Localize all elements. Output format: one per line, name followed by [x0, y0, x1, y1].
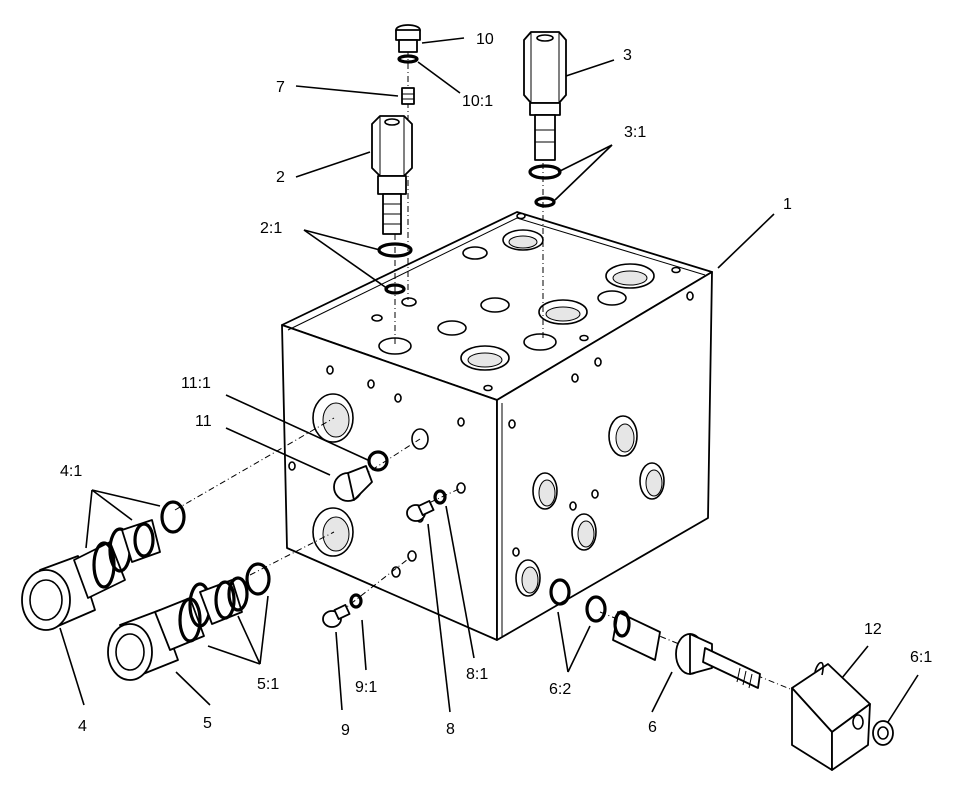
- callout-5: 5: [203, 715, 212, 732]
- solenoid-coil-12: [791, 661, 894, 771]
- callout-labels: 1 2 2:1 3 3:1 4 4:1 5 5:1 6 6:1 6:2 7 8 …: [60, 31, 932, 739]
- callout-11-1: 11:1: [181, 375, 211, 392]
- screw-9: [322, 593, 363, 628]
- callout-4: 4: [78, 718, 87, 735]
- o-ring-4-1: [160, 500, 186, 534]
- callout-9-1: 9:1: [355, 679, 377, 696]
- callout-8-1: 8:1: [466, 666, 488, 683]
- o-rings-3-1: [528, 164, 562, 208]
- solenoid-valve-6: [612, 610, 761, 689]
- callout-5-1: 5:1: [257, 676, 279, 693]
- set-screw-7: [401, 87, 415, 105]
- plug-4: [21, 519, 161, 631]
- callout-6: 6: [648, 719, 657, 736]
- callout-2: 2: [276, 169, 285, 186]
- callout-3: 3: [623, 47, 632, 64]
- callout-1: 1: [783, 196, 792, 213]
- callout-6-2: 6:2: [549, 681, 571, 698]
- o-ring-5-1: [245, 562, 271, 596]
- callout-2-1: 2:1: [260, 220, 282, 237]
- callout-3-1: 3:1: [624, 124, 646, 141]
- screw-8: [406, 489, 447, 522]
- callout-7: 7: [276, 79, 285, 96]
- plug-5: [107, 576, 249, 681]
- callout-10-1: 10:1: [462, 93, 493, 110]
- callout-8: 8: [446, 721, 455, 738]
- right-face-ports: [508, 291, 694, 597]
- callout-6-1: 6:1: [910, 649, 932, 666]
- callout-12: 12: [864, 621, 882, 638]
- callout-4-1: 4:1: [60, 463, 82, 480]
- callout-10: 10: [476, 31, 494, 48]
- cartridge-valve-3: [523, 31, 567, 161]
- left-face-ports: [288, 365, 466, 578]
- cartridge-valve-2: [371, 115, 413, 235]
- plug-10: [395, 24, 421, 64]
- leader-lines: [59, 37, 919, 723]
- top-face-ports: [371, 212, 681, 392]
- callout-11: 11: [195, 413, 212, 430]
- callout-9: 9: [341, 722, 350, 739]
- o-rings-6-2: [549, 578, 607, 623]
